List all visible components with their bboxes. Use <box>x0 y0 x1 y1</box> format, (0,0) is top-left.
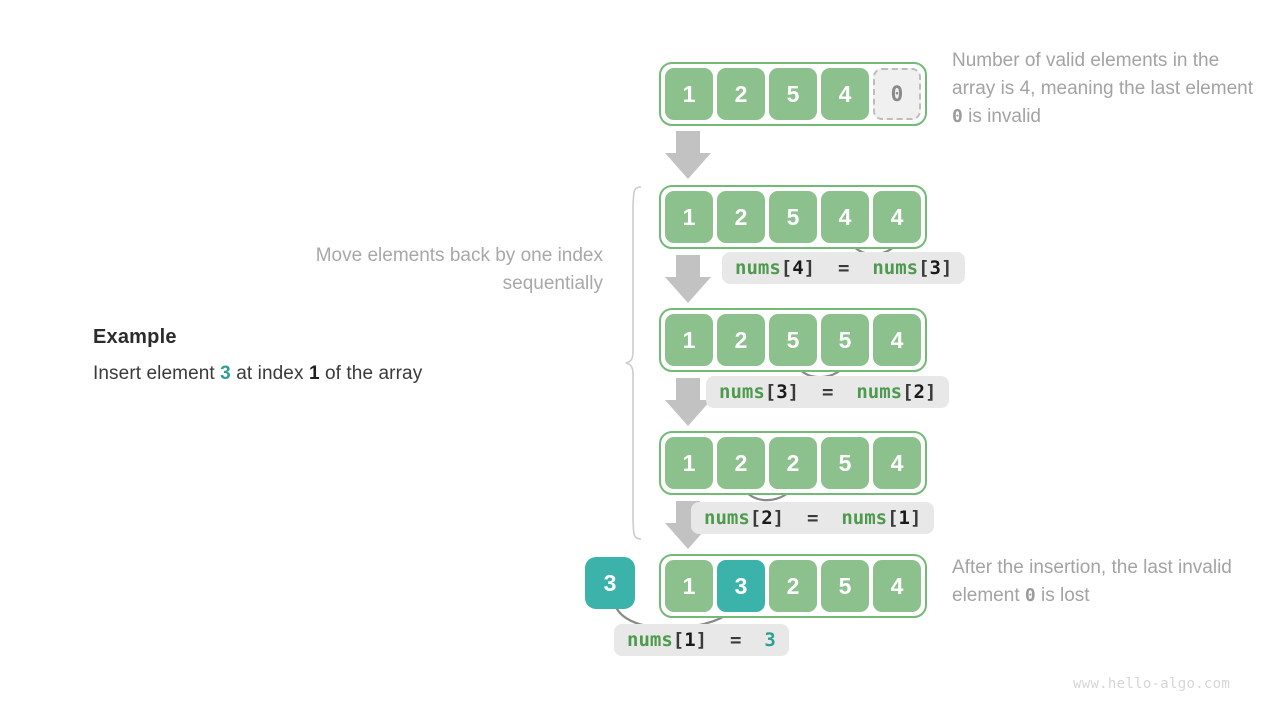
code-lhs-rbracket: ] <box>772 507 785 529</box>
code-rhs-name: nums <box>872 257 919 279</box>
code-lhs-index: 3 <box>776 381 788 403</box>
code-lhs-lbracket: [ <box>672 629 685 651</box>
caption-valid-elements: Number of valid elements in the array is… <box>952 47 1262 131</box>
desc-middle: at index <box>230 363 309 384</box>
desc-suffix: of the array <box>319 363 423 384</box>
down-arrow-icon-3 <box>665 378 711 426</box>
caption-top-zero: 0 <box>952 106 963 127</box>
code-label-nums1: nums[1] = 3 <box>614 624 789 656</box>
code-label-nums3: nums[3] = nums[2] <box>706 376 950 408</box>
code-label-nums2: nums[2] = nums[1] <box>691 502 935 534</box>
code-lhs-name: nums <box>719 381 765 403</box>
code-equals: = <box>815 257 873 279</box>
code-lhs-index: 1 <box>684 629 696 651</box>
array-cell: 4 <box>821 191 869 243</box>
code-rhs-rbracket: ] <box>910 507 922 529</box>
code-equals: = <box>799 381 857 403</box>
caption-bottom-part1: After the insertion, the last invalid el… <box>952 557 1232 606</box>
array-cell: 4 <box>873 437 921 489</box>
array-cell: 4 <box>873 560 921 612</box>
code-label-nums4: nums[4] = nums[3] <box>722 252 966 284</box>
code-rhs-lbracket: [ <box>887 507 899 529</box>
caption-bottom-part2: is lost <box>1035 585 1090 606</box>
code-lhs-lbracket: [ <box>780 257 793 279</box>
array-cell: 1 <box>665 437 713 489</box>
code-rhs-index: 1 <box>898 507 910 529</box>
array-cell: 4 <box>873 314 921 366</box>
array-cell: 5 <box>821 437 869 489</box>
array-cell: 5 <box>769 314 817 366</box>
array-row-initial: 1 2 5 4 0 <box>659 62 927 126</box>
array-cell: 5 <box>821 560 869 612</box>
code-rhs-lbracket: [ <box>902 381 914 403</box>
code-lhs-index: 2 <box>761 507 773 529</box>
array-cell: 2 <box>769 560 817 612</box>
code-lhs-lbracket: [ <box>749 507 762 529</box>
code-equals: = <box>707 629 765 651</box>
caption-after-insertion: After the insertion, the last invalid el… <box>952 554 1262 610</box>
code-lhs-name: nums <box>735 257 781 279</box>
caption-top-part2: is invalid <box>962 106 1041 127</box>
caption-top-part1: Number of valid elements in the array is… <box>952 50 1253 99</box>
array-cell: 2 <box>717 68 765 120</box>
code-rhs-name: nums <box>856 381 903 403</box>
page-title: Example <box>93 326 177 348</box>
desc-target-index: 1 <box>308 363 320 384</box>
code-lhs-index: 4 <box>792 257 804 279</box>
down-arrow-icon-1 <box>665 131 711 179</box>
example-description: Insert element 3 at index 1 of the array <box>93 363 613 385</box>
code-rhs-index: 2 <box>913 381 925 403</box>
caption-bottom-zero: 0 <box>1024 585 1036 606</box>
code-rhs-index: 3 <box>929 257 941 279</box>
code-lhs-name: nums <box>704 507 750 529</box>
array-cell: 1 <box>665 560 713 612</box>
brace-icon <box>625 186 642 540</box>
desc-inserted-value: 3 <box>220 363 231 384</box>
code-equals: = <box>784 507 842 529</box>
array-cell: 1 <box>665 314 713 366</box>
array-cell-invalid: 0 <box>873 68 921 120</box>
array-cell: 5 <box>769 68 817 120</box>
array-cell: 2 <box>769 437 817 489</box>
code-lhs-rbracket: ] <box>787 381 800 403</box>
example-block: Example Insert element 3 at index 1 of t… <box>93 326 613 385</box>
desc-prefix: Insert element <box>93 363 221 384</box>
array-cell: 2 <box>717 191 765 243</box>
array-cell: 1 <box>665 68 713 120</box>
code-rhs-lbracket: [ <box>918 257 930 279</box>
code-lhs-name: nums <box>627 629 673 651</box>
array-row-shift-4: 1 2 5 4 4 <box>659 185 927 249</box>
code-lhs-lbracket: [ <box>764 381 777 403</box>
array-cell: 5 <box>769 191 817 243</box>
array-cell: 5 <box>821 314 869 366</box>
code-rhs-value: 3 <box>764 629 776 651</box>
code-lhs-rbracket: ] <box>695 629 708 651</box>
array-row-shift-2: 1 2 2 5 4 <box>659 431 927 495</box>
array-cell: 2 <box>717 314 765 366</box>
code-rhs-name: nums <box>841 507 888 529</box>
array-row-shift-3: 1 2 5 5 4 <box>659 308 927 372</box>
array-cell: 4 <box>821 68 869 120</box>
array-cell: 1 <box>665 191 713 243</box>
down-arrow-icon-2 <box>665 255 711 303</box>
watermark: www.hello-algo.com <box>1073 676 1231 692</box>
insert-value-box: 3 <box>585 557 635 609</box>
caption-move-elements: Move elements back by one index sequenti… <box>315 245 603 294</box>
code-rhs-rbracket: ] <box>941 257 953 279</box>
code-lhs-rbracket: ] <box>803 257 816 279</box>
code-rhs-rbracket: ] <box>925 381 937 403</box>
array-cell-inserted: 3 <box>717 560 765 612</box>
array-cell: 2 <box>717 437 765 489</box>
array-row-final: 1 3 2 5 4 <box>659 554 927 618</box>
array-cell: 4 <box>873 191 921 243</box>
